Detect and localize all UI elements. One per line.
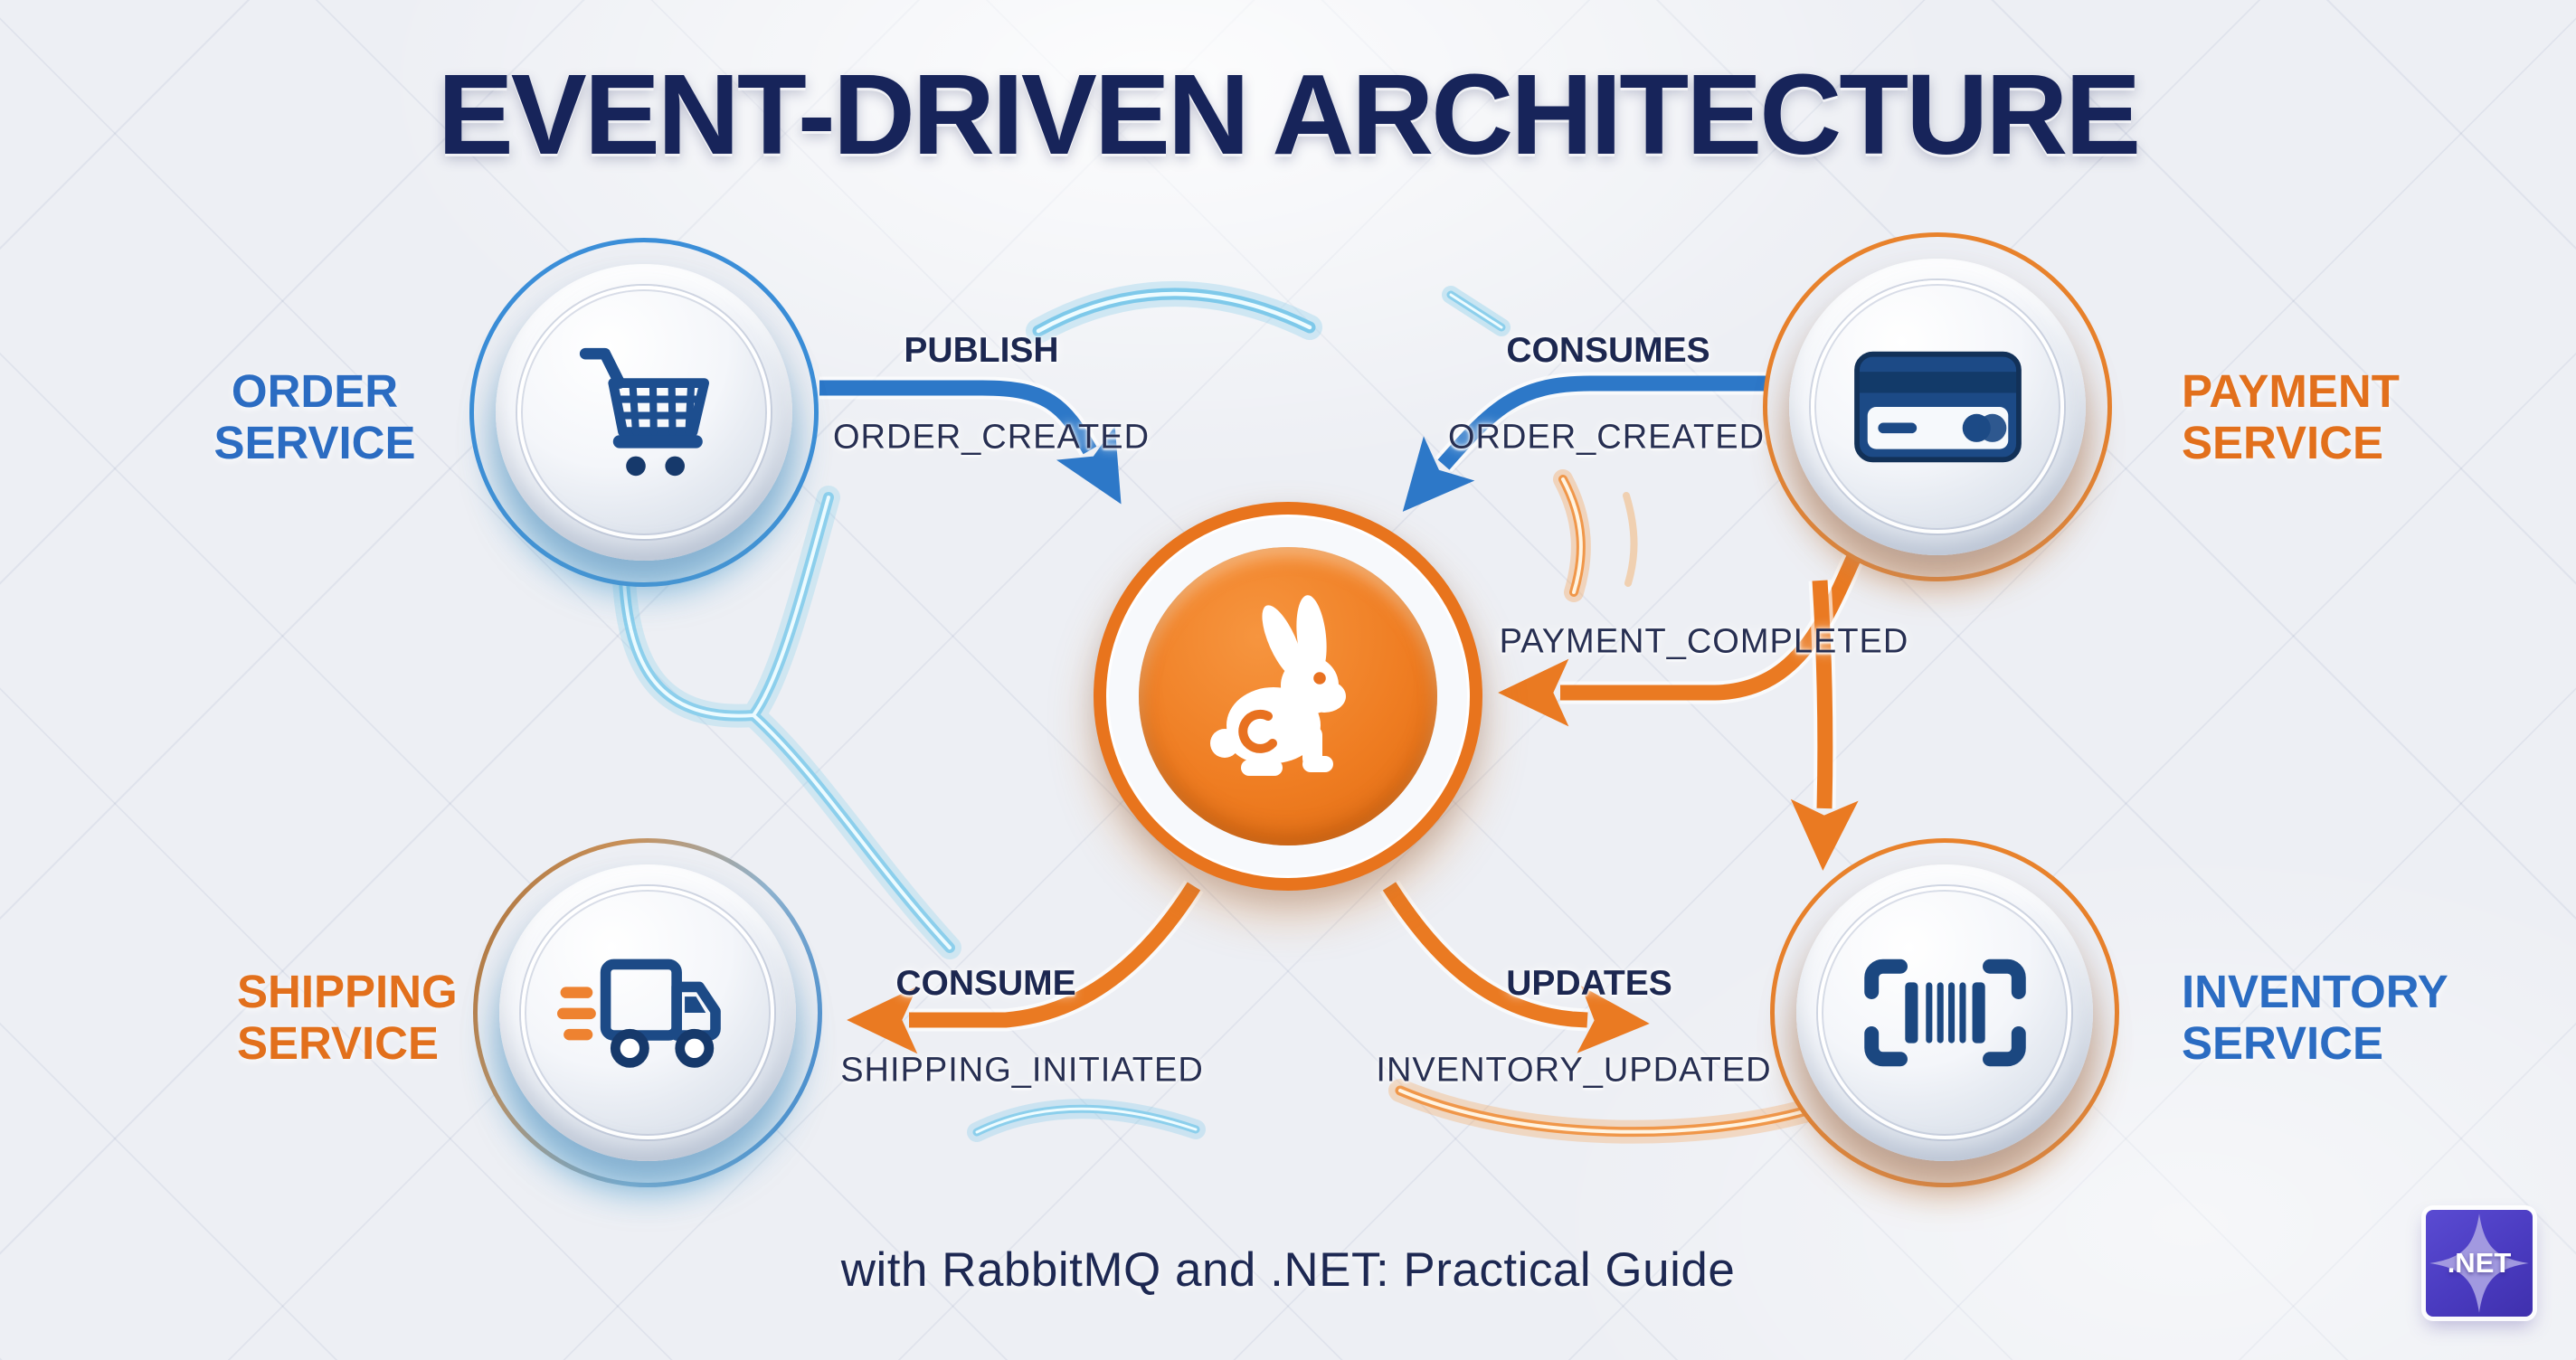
node-bevel-ring [1818,886,2071,1139]
label-line: SERVICE [213,417,416,469]
updates-arrow [1379,880,1650,1053]
inventory-service-label: INVENTORY SERVICE [2182,966,2448,1069]
inventory-service-node [1770,838,2119,1187]
order-service-label: ORDER SERVICE [170,365,459,468]
label-line: SERVICE [2182,417,2383,469]
publish-label: PUBLISH [904,331,1059,370]
decorative-blue-tube-order-branch [612,486,961,959]
rabbitmq-broker-node [1094,502,1482,891]
payment-completed-event-label: PAYMENT_COMPLETED [1499,622,1909,661]
order-created-event-label-left: ORDER_CREATED [832,418,1151,457]
page-title: EVENT-DRIVEN ARCHITECTURE [437,51,2141,178]
node-bevel-ring [521,886,774,1139]
label-line: INVENTORY [2182,966,2448,1017]
shipping-initiated-event-label: SHIPPING_INITIATED [840,1051,1204,1090]
order-created-event-label-right: ORDER_CREATED [1447,418,1766,457]
publish-arrow [819,376,1122,505]
decorative-blue-arc-top [1026,281,1322,344]
payment-completed-arrow [1498,535,1872,727]
rabbitmq-disc [1139,547,1437,845]
label-line: PAYMENT [2182,365,2400,417]
decorative-blue-dash-topright [1442,286,1511,336]
subtitle-caption: with RabbitMQ and .NET: Practical Guide [840,1243,1736,1297]
consumes-label: CONSUMES [1506,331,1710,370]
dotnet-star-icon [2429,1214,2529,1313]
order-service-node [469,238,819,587]
payment-service-node [1763,232,2112,581]
decorative-orange-dashes [1553,469,1638,602]
node-bevel-ring [1811,280,2064,534]
dotnet-badge-text: .NET [2447,1247,2512,1279]
label-line: ORDER [231,365,399,417]
shipping-service-label: SHIPPING SERVICE [237,966,458,1069]
updates-label: UPDATES [1506,964,1672,1003]
dotnet-badge: .NET [2426,1210,2533,1317]
label-line: SHIPPING [237,966,458,1017]
node-bevel-ring [517,286,771,539]
decorative-blue-arc-bottomleft [967,1099,1206,1142]
rabbit-icon [1210,595,1346,776]
consume-label: CONSUME [895,964,1076,1003]
inventory-updated-event-label: INVENTORY_UPDATED [1376,1051,1772,1090]
consume-arrow [847,880,1204,1054]
consumes-arrow [1402,372,1766,512]
payment-to-inventory-arrow [1790,580,1859,871]
label-line: SERVICE [2182,1017,2383,1070]
label-line: SERVICE [237,1017,439,1070]
payment-service-label: PAYMENT SERVICE [2182,365,2400,468]
shipping-service-node [473,838,822,1187]
